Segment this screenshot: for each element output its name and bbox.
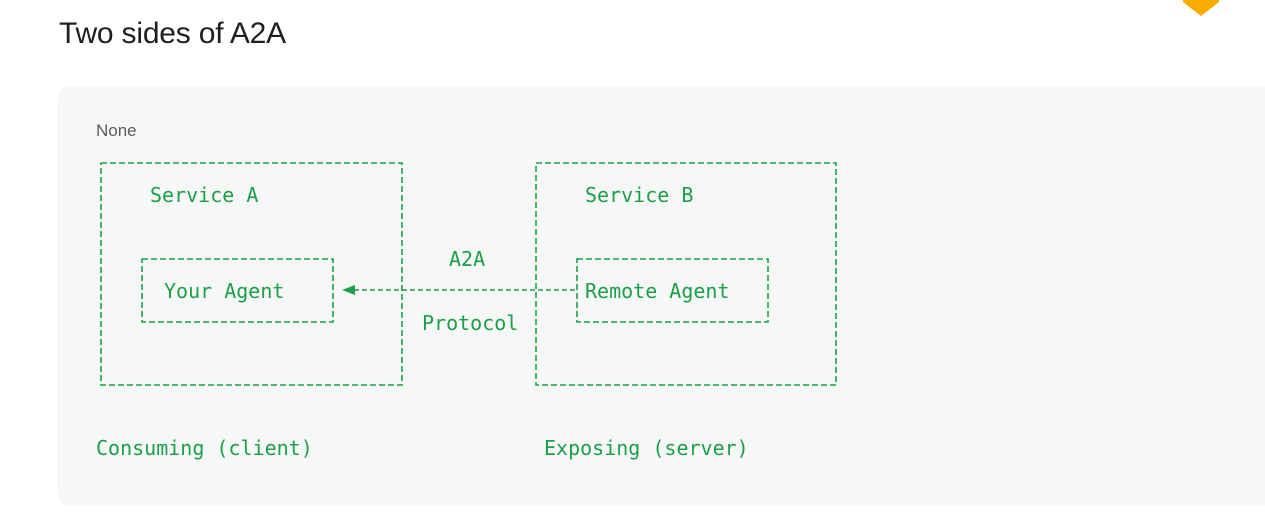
code-block: [57, 86, 1265, 506]
arrow-left-icon: [342, 285, 355, 295]
code-language-label: None: [96, 121, 137, 140]
bookmark-badge-icon: [1183, 0, 1219, 16]
a2a-link-label: A2A: [449, 247, 485, 271]
protocol-link-label: Protocol: [422, 311, 518, 335]
your-agent-frame: [141, 258, 334, 323]
consuming-caption: Consuming (client): [96, 436, 313, 460]
remote-agent-frame: [576, 258, 769, 323]
service-a-title: Service A: [150, 183, 258, 207]
your-agent-label: Your Agent: [164, 279, 284, 303]
exposing-caption: Exposing (server): [544, 436, 749, 460]
service-b-title: Service B: [585, 183, 693, 207]
remote-agent-label: Remote Agent: [585, 279, 730, 303]
service-b-frame: [535, 162, 837, 386]
page-title: Two sides of A2A: [59, 17, 286, 50]
